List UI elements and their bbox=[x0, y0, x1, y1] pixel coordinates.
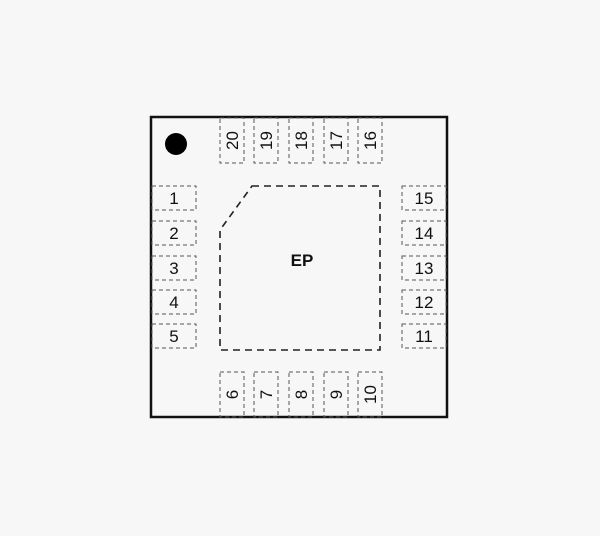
pin-pad-outline bbox=[219, 371, 245, 418]
pin-number-label: 20 bbox=[223, 131, 242, 150]
pin-number-label: 14 bbox=[415, 224, 434, 243]
pin-right-12: 12 bbox=[401, 289, 447, 315]
pin-left-4: 4 bbox=[151, 289, 197, 315]
pin-bottom-7: 7 bbox=[253, 371, 279, 418]
pin-number-label: 15 bbox=[415, 189, 434, 208]
pin-top-20: 20 bbox=[219, 117, 245, 164]
pin-pad-outline bbox=[151, 323, 197, 349]
pin-number-label: 4 bbox=[169, 293, 178, 312]
pin-number-label: 19 bbox=[257, 131, 276, 150]
pin-number-label: 17 bbox=[327, 131, 346, 150]
pin-pad-outline bbox=[401, 323, 447, 349]
pin-top-17: 17 bbox=[323, 117, 349, 164]
pin-pad-outline bbox=[288, 117, 314, 164]
pin-pad-outline bbox=[288, 371, 314, 418]
pin-number-label: 12 bbox=[415, 293, 434, 312]
pin-top-16: 16 bbox=[357, 117, 383, 164]
pin-number-label: 10 bbox=[361, 385, 380, 404]
pin-number-label: 7 bbox=[257, 390, 276, 399]
pin-number-label: 16 bbox=[361, 131, 380, 150]
pin-pad-outline bbox=[401, 255, 447, 281]
pin-right-14: 14 bbox=[401, 220, 447, 246]
pin-pad-outline bbox=[151, 220, 197, 246]
pin-number-label: 2 bbox=[169, 224, 178, 243]
package-body bbox=[149, 115, 449, 419]
pin-left-2: 2 bbox=[151, 220, 197, 246]
pin-bottom-8: 8 bbox=[288, 371, 314, 418]
pin-number-label: 11 bbox=[415, 327, 433, 346]
pin-number-label: 8 bbox=[292, 390, 311, 399]
pin-number-label: 1 bbox=[169, 189, 178, 208]
pin-pad-outline bbox=[253, 371, 279, 418]
pin-pad-outline bbox=[151, 289, 197, 315]
exposed-pad-label: EP bbox=[291, 251, 314, 270]
pin-number-label: 9 bbox=[327, 390, 346, 399]
pin-pad-outline bbox=[401, 185, 447, 211]
pin-left-3: 3 bbox=[151, 255, 197, 281]
pin1-indicator-dot bbox=[165, 133, 187, 155]
pin-pad-outline bbox=[253, 117, 279, 164]
pin-pad-outline bbox=[323, 117, 349, 164]
pin-number-label: 6 bbox=[223, 390, 242, 399]
pin-right-13: 13 bbox=[401, 255, 447, 281]
pin-top-18: 18 bbox=[288, 117, 314, 164]
pin-bottom-6: 6 bbox=[219, 371, 245, 418]
exposed-pad-outline bbox=[219, 185, 381, 351]
pin-number-label: 3 bbox=[169, 259, 178, 278]
pin-number-label: 18 bbox=[292, 131, 311, 150]
pin-pad-outline bbox=[357, 371, 383, 418]
pin-top-19: 19 bbox=[253, 117, 279, 164]
pin-bottom-10: 10 bbox=[357, 371, 383, 418]
pin-pad-outline bbox=[151, 255, 197, 281]
pin-right-15: 15 bbox=[401, 185, 447, 211]
pin-left-1: 1 bbox=[151, 185, 197, 211]
pin-number-label: 5 bbox=[169, 327, 178, 346]
pin-bottom-9: 9 bbox=[323, 371, 349, 418]
pin-number-label: 13 bbox=[415, 259, 434, 278]
pin-pad-outline bbox=[323, 371, 349, 418]
pin-pad-outline bbox=[401, 289, 447, 315]
pin-pad-outline bbox=[151, 185, 197, 211]
pin-pad-outline bbox=[401, 220, 447, 246]
pin-pad-outline bbox=[357, 117, 383, 164]
pin-left-5: 5 bbox=[151, 323, 197, 349]
pin-pad-outline bbox=[219, 117, 245, 164]
pin-right-11: 11 bbox=[401, 323, 447, 349]
